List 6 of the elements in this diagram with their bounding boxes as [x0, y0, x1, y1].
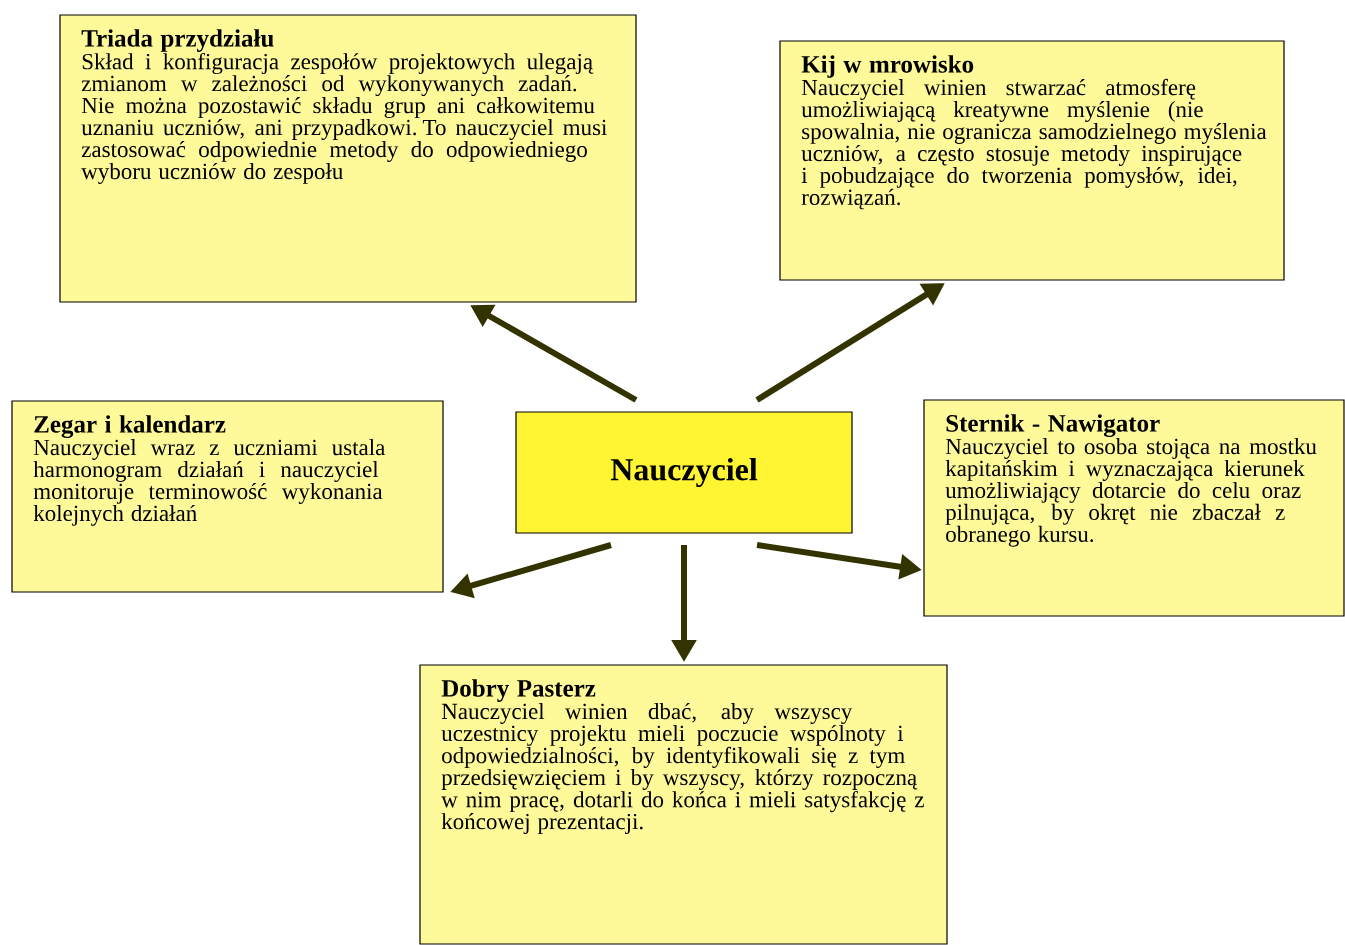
- center-box: Nauczyciel: [515, 411, 853, 534]
- text-box: Dobry Pasterz Nauczyciel winien dbać, aby wszyscy uczestnicy projektu mieli poczucie wspólnoty i odpowiedzialności, by identyfikowali się z tym przedsięwzięciem i by wszyscy, którzy rozpoczną w nim pracę, dotarli do końca i mieli satysfakcję z końcowej prezentacji.: [419, 664, 948, 945]
- text-box: Kij w mrowisko Nauczyciel winien stwarzać atmosferę umożliwiającą kreatywne myślenie (nie spowalnia, nie ogranicza samodzielnego myślenia uczniów, a często stosuje metody inspirujące i pobudzające do tworzenia pomysłów, idei, rozwiązań.: [779, 40, 1285, 281]
- text-box: Triada przydziału Skład i konfiguracja zespołów projektowych ulegają zmianom w zależności od wykonywanych zadań. Nie można pozostawić składu grup ani całkowitemu uznaniu uczniów, ani przypadkowi. To nauczyciel musi zastosować odpowiednie metody do odpowiedniego wyboru uczniów do zespołu: [59, 14, 637, 303]
- text-box: Zegar i kalendarz Nauczyciel wraz z uczniami ustala harmonogram działań i nauczyciel monitoruje terminowość wykonania kolejnych działań: [11, 400, 444, 593]
- text-box: Sternik - Nawigator Nauczyciel to osoba stojąca na mostku kapitańskim i wyznaczająca kierunek umożliwiający dotarcie do celu oraz pilnująca, by okręt nie zbaczał z obranego kursu.: [923, 399, 1345, 617]
